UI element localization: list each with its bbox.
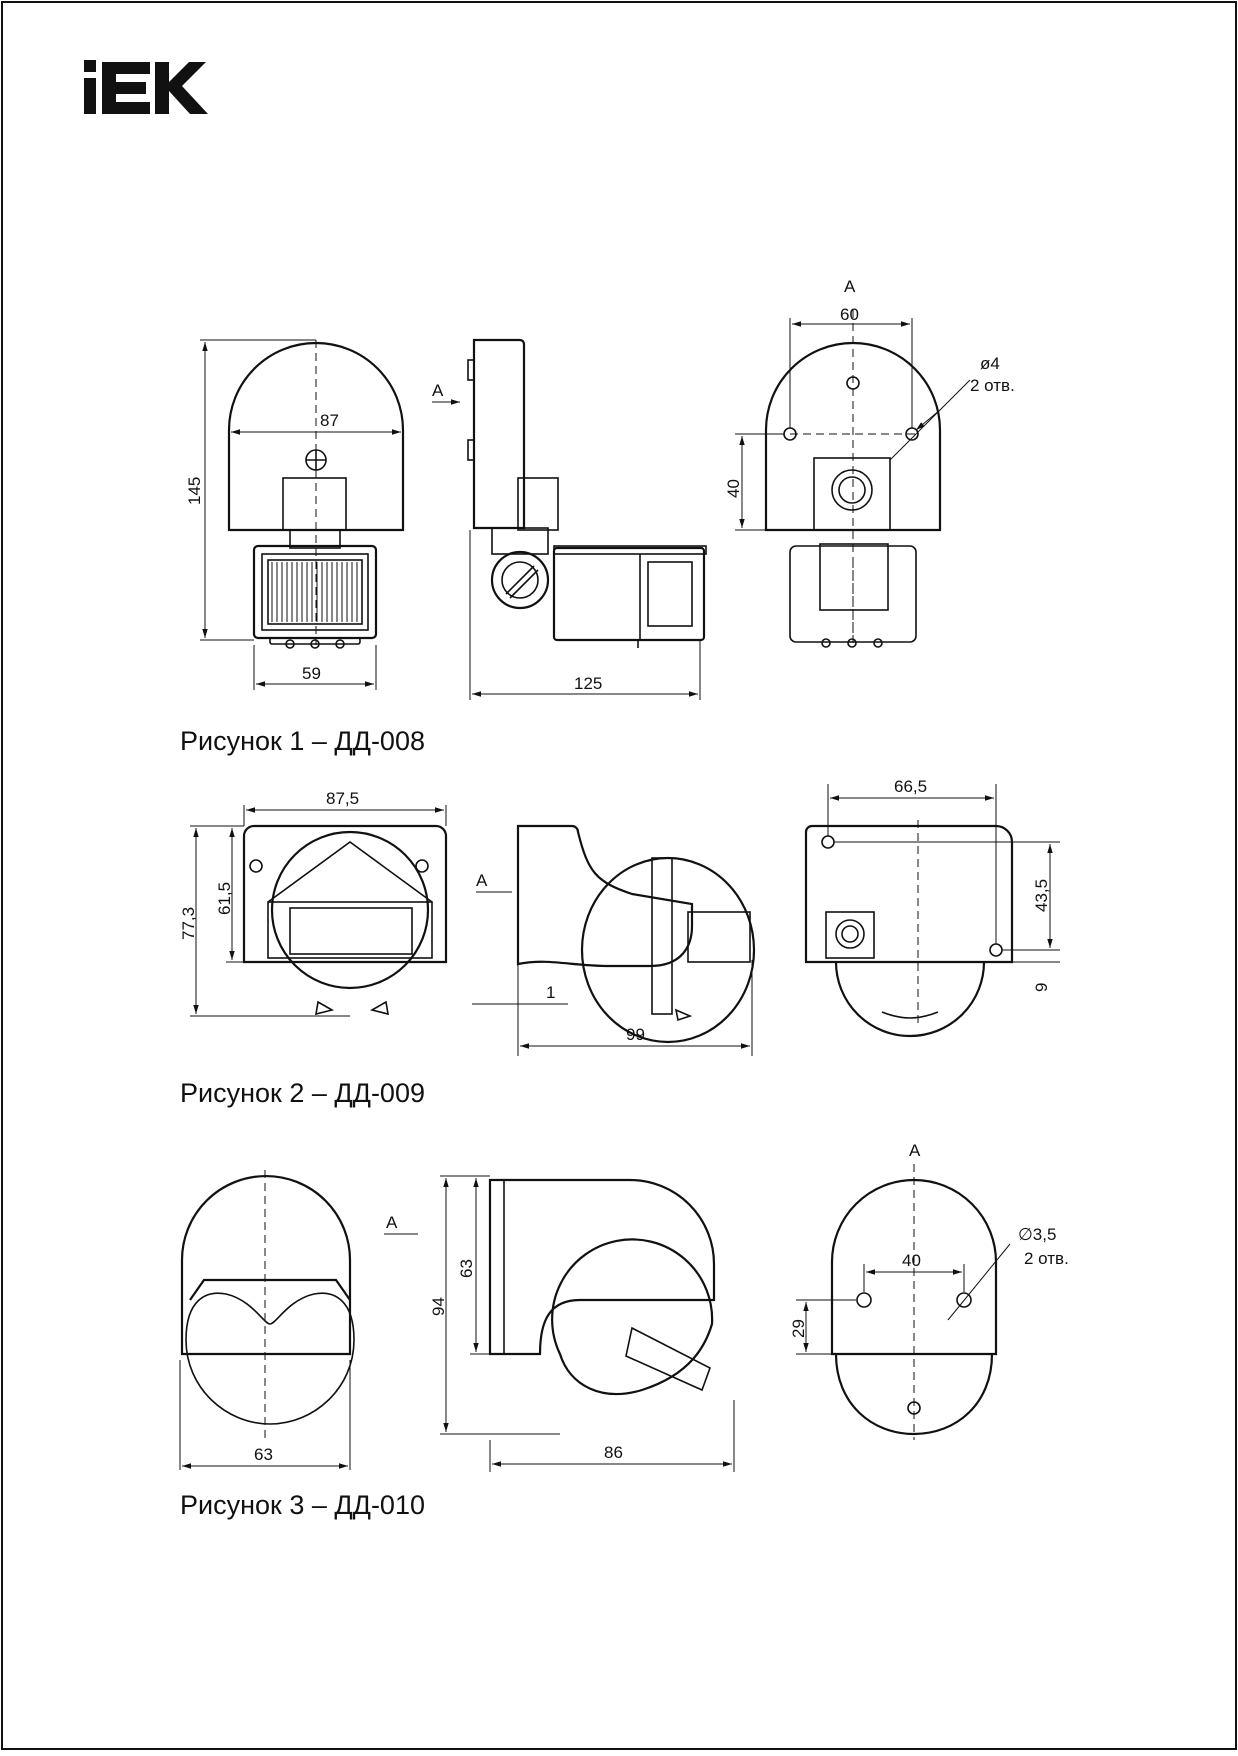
fig2-dim-width: 87,5 [326, 789, 359, 808]
fig3-dim-width: 63 [254, 1445, 273, 1464]
fig3-dim-height-inner: 63 [457, 1259, 476, 1278]
figure-3-back-view: A 40 29 ∅3,5 2 отв. [789, 1141, 1069, 1440]
fig3-dim-hole-count: 2 отв. [1024, 1249, 1069, 1268]
figure-2-back-view: 66,5 43,5 9 [804, 777, 1060, 1038]
fig1-dim-width-bottom: 59 [302, 664, 321, 683]
fig1-dim-hole-offset: 40 [724, 479, 743, 498]
fig3-dim-hole-offset: 29 [789, 1319, 808, 1338]
figure-1-caption: Рисунок 1 – ДД-008 [180, 726, 425, 756]
figure-3-front-view: 63 [179, 1170, 355, 1470]
figure-1-front-view: 145 87 59 [185, 339, 405, 690]
figure-2-front-view: 87,5 77,3 61,5 [179, 789, 448, 1017]
figure-1-side-view: A 125 [432, 338, 707, 700]
figure-2-side-view: A 1 99 [472, 824, 756, 1056]
fig3-dim-hole-diameter: ∅3,5 [1018, 1225, 1056, 1244]
figure-3-caption: Рисунок 3 – ДД-010 [180, 1490, 425, 1520]
fig1-dim-hole-count: 2 отв. [970, 376, 1015, 395]
fig2-dim-height-inner: 61,5 [215, 882, 234, 915]
fig1-view-label-a-back: A [844, 277, 856, 296]
fig1-dim-hole-diameter: ø4 [980, 354, 1000, 373]
fig1-view-label-a-side: A [432, 381, 444, 400]
fig2-dim-hole-vertical: 43,5 [1032, 879, 1051, 912]
fig2-dim-depth: 99 [626, 1025, 645, 1044]
fig3-view-label-a-side: A [386, 1213, 398, 1232]
fig1-dim-depth: 125 [574, 674, 602, 693]
figure-1-back-view: A 60 40 ø4 2 отв. [724, 277, 1015, 648]
fresnel-lens-hatch-1 [267, 559, 363, 625]
iek-logo [84, 60, 208, 114]
fig3-dim-height-outer: 94 [429, 1297, 448, 1316]
figure-3-side-view: A 94 63 86 [384, 1175, 735, 1472]
fig3-view-label-a-back: A [909, 1141, 921, 1160]
fig1-dim-height: 145 [185, 477, 204, 505]
fig1-dim-width-top: 87 [320, 411, 339, 430]
fig1-dim-hole-spacing: 60 [840, 305, 859, 324]
fig3-dim-hole-spacing: 40 [902, 1251, 921, 1270]
fig3-dim-depth: 86 [604, 1443, 623, 1462]
fig2-dim-gap: 1 [546, 983, 555, 1002]
figure-2-caption: Рисунок 2 – ДД-009 [180, 1078, 425, 1108]
fig2-dim-height-outer: 77,3 [179, 907, 198, 940]
fig2-dim-hole-offset: 9 [1032, 983, 1051, 992]
fig2-dim-hole-spacing: 66,5 [894, 777, 927, 796]
fig2-view-label-a-side: A [476, 871, 488, 890]
